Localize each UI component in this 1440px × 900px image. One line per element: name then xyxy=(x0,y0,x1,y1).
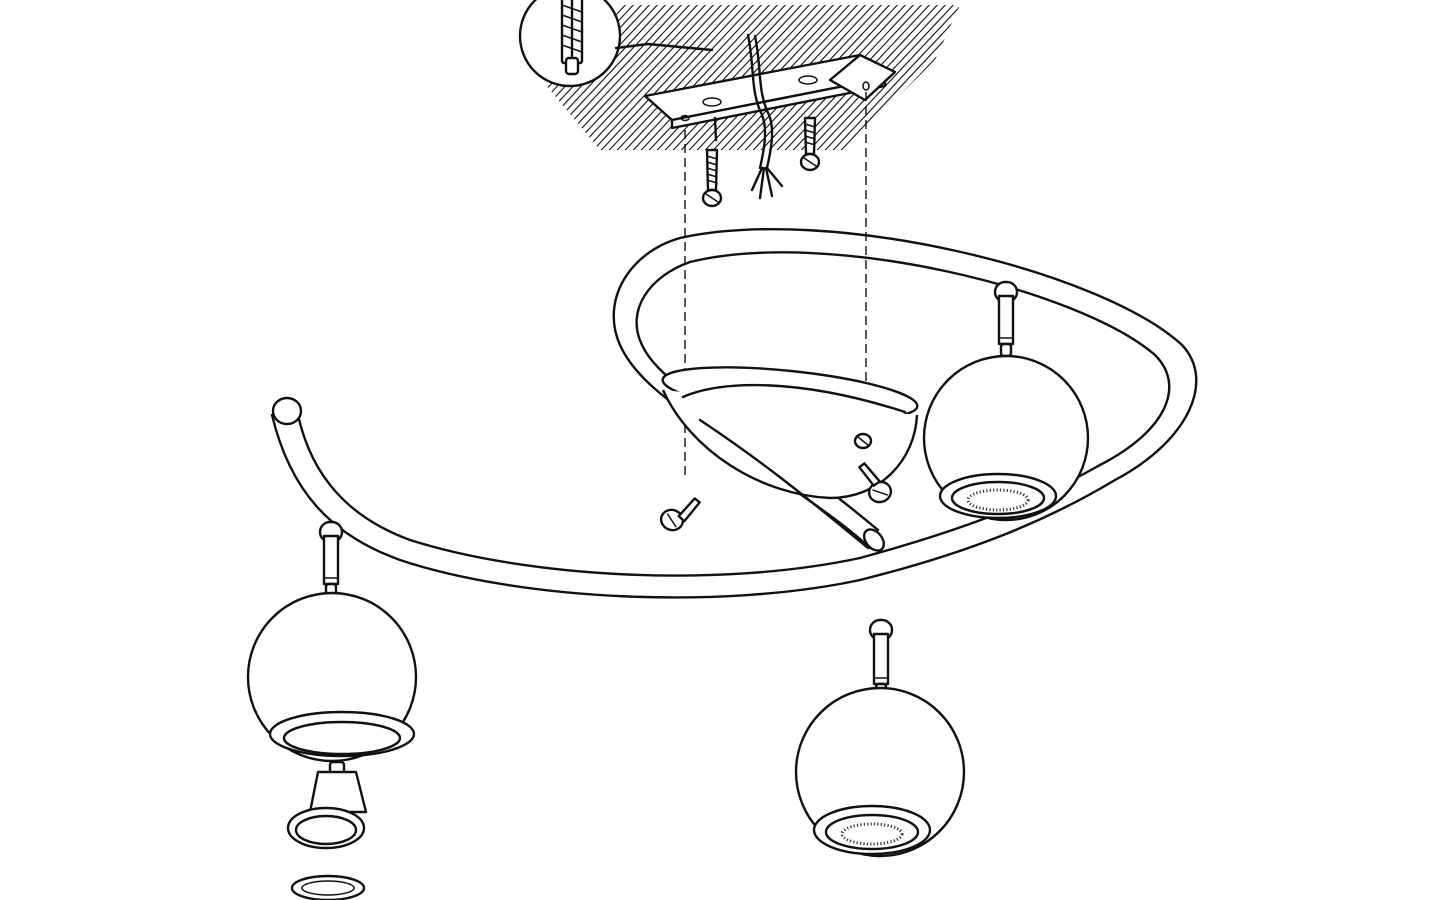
spot-head-left xyxy=(246,520,418,763)
spot-head-bottom xyxy=(794,618,966,858)
fixing-screws xyxy=(659,432,893,532)
mounting-bracket xyxy=(643,53,897,142)
gu10-bulb xyxy=(286,760,368,850)
alignment-lines xyxy=(684,92,867,480)
mounting-screws xyxy=(701,116,821,208)
glass-disc xyxy=(290,874,366,900)
wall-plug-detail xyxy=(518,0,714,88)
ceiling-canopy xyxy=(661,366,919,550)
supply-wires xyxy=(746,33,784,200)
spot-head-right xyxy=(922,280,1090,522)
